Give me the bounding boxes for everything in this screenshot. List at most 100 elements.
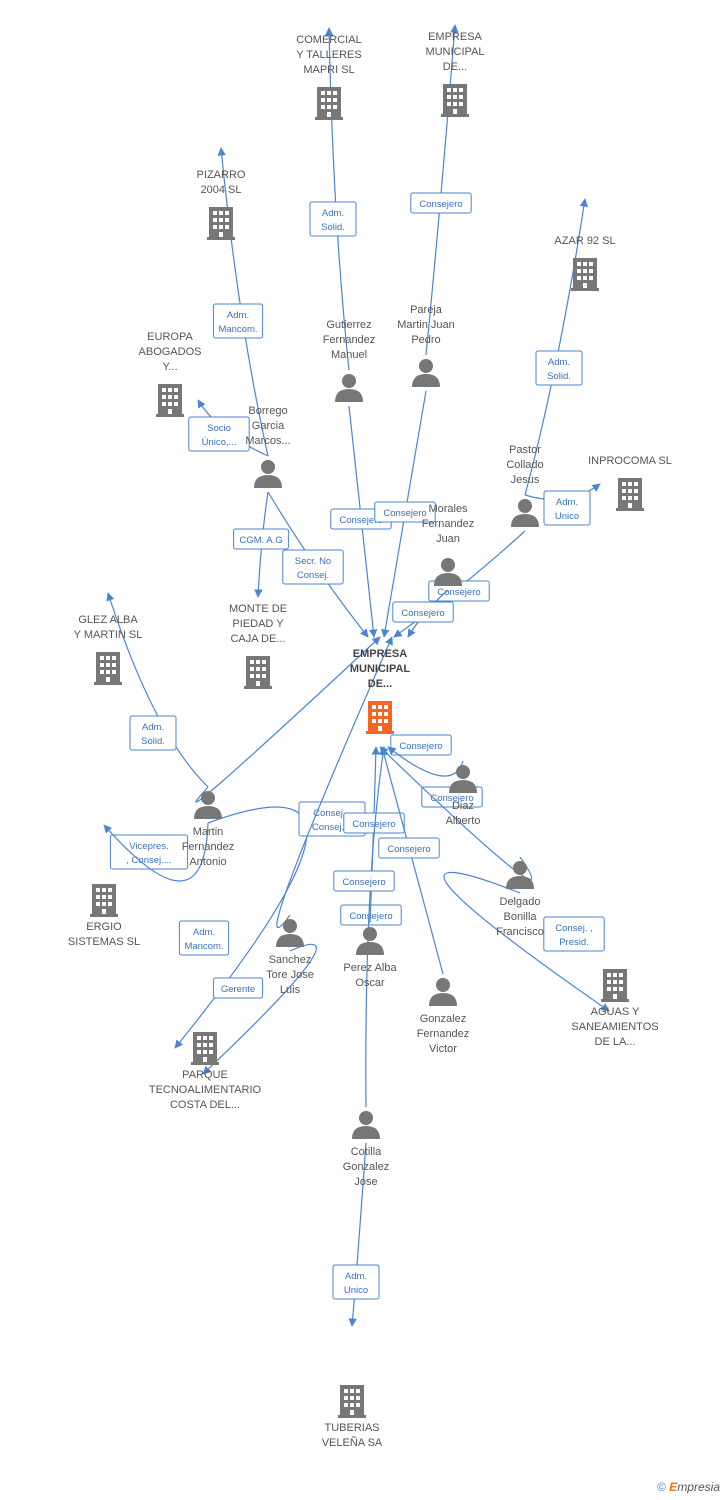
edge-label-box[interactable] [109, 834, 189, 870]
person-node-p3[interactable]: BorregoGarciaMarcos... [245, 405, 291, 488]
edge-p12-n0[interactable]: Consejero [333, 746, 395, 1108]
edge-label: Consejero [401, 608, 444, 619]
edge-label-box[interactable] [378, 837, 440, 859]
node-label: EUROPA [147, 331, 193, 343]
edge-p3-c7[interactable]: CGM. A.G [233, 491, 289, 598]
company-node-c2[interactable]: EMPRESAMUNICIPALDE... [425, 31, 485, 117]
edge-p9-n0[interactable]: Gerente [212, 636, 393, 999]
edge-label-box[interactable] [212, 303, 264, 339]
edge-line [365, 746, 388, 1108]
edge-label: Vicepres. [129, 841, 168, 852]
edge-label: Consejero [349, 911, 392, 922]
edge-line [276, 636, 393, 929]
edge-p6-c8[interactable]: Adm.Solid. [106, 592, 209, 788]
node-label: Pastor [509, 444, 541, 456]
edge-label-box[interactable] [410, 192, 472, 214]
edge-p2-c2[interactable]: Consejero [410, 24, 472, 356]
edge-label-box[interactable] [233, 528, 289, 550]
edge-label-box[interactable] [178, 920, 230, 956]
edge-p1-c1[interactable]: Adm.Solid. [309, 27, 357, 371]
edge-label: Secr. No [295, 556, 331, 567]
edge-p4-c4[interactable]: Adm.Solid. [524, 198, 589, 496]
node-label: COSTA DEL... [170, 1099, 240, 1111]
node-label: Bonilla [503, 911, 537, 923]
edge-p3-c3[interactable]: Adm.Mancom. [212, 147, 269, 457]
edge-label: Adm. [322, 208, 344, 219]
edge-p12-c12[interactable]: Adm.Unico [332, 1142, 380, 1327]
node-label: VELEÑA SA [322, 1436, 383, 1449]
edge-label-box[interactable] [535, 350, 583, 386]
edge-label-box[interactable] [392, 601, 454, 623]
building-icon [441, 84, 469, 117]
edge-p10-n0[interactable]: Consejero [343, 746, 405, 924]
person-icon [412, 359, 440, 387]
edge-p4-n0[interactable]: Consejero [393, 530, 526, 638]
edge-p4-c6[interactable]: Adm.Unico [524, 483, 601, 526]
edge-label-box[interactable] [333, 870, 395, 892]
edge-label-box[interactable] [188, 416, 250, 452]
edge-p7-n0[interactable]: Consejero [387, 746, 483, 808]
node-label: Garcia [252, 420, 285, 432]
edge-p9-c11[interactable]: Consejero [202, 904, 402, 1075]
company-node-c9[interactable]: ERGIO SISTEMAS SL [68, 884, 140, 948]
edge-label-box[interactable] [332, 1264, 380, 1300]
edge-label-box[interactable] [309, 201, 357, 237]
edge-p6-c11[interactable]: Consejero [174, 734, 452, 1049]
edge-label-box[interactable] [543, 916, 605, 952]
edge-label-box[interactable] [374, 501, 436, 523]
company-node-c6[interactable]: INPROCOMA SL [588, 455, 672, 511]
edge-p11-n0[interactable]: Consejero [378, 746, 444, 975]
node-label: Borrego [248, 405, 287, 417]
node-label: Gutierrez [326, 319, 371, 331]
edge-label-box[interactable] [543, 490, 591, 526]
node-label: SISTEMAS SL [68, 936, 140, 948]
edge-label: Consejero [383, 508, 426, 519]
edge-p2-n0[interactable]: Consejero [374, 390, 436, 638]
building-icon [156, 384, 184, 417]
edge-label-box[interactable] [129, 715, 177, 751]
company-node-c5[interactable]: EUROPAABOGADOSY... [139, 331, 202, 417]
building-icon [90, 884, 118, 917]
edge-p5-n0[interactable]: Consejero [392, 589, 454, 638]
edge-p8-n0[interactable]: Consej. ,Presid. [379, 746, 605, 952]
node-label: ERGIO [86, 921, 122, 933]
edge-label: Adm. [345, 1271, 367, 1282]
edge-label: Adm. [142, 722, 164, 733]
company-node-c4[interactable]: AZAR 92 SL [554, 235, 616, 291]
node-label: Y... [162, 361, 177, 373]
company-node-n0[interactable]: EMPRESAMUNICIPALDE... [350, 648, 411, 734]
person-icon [352, 1111, 380, 1139]
building-icon [207, 207, 235, 240]
node-label: INPROCOMA SL [588, 455, 672, 467]
edge-label: Adm. [548, 357, 570, 368]
edge-label-box[interactable] [282, 549, 344, 585]
edge-label-box[interactable] [390, 734, 452, 756]
edge-label-box[interactable] [212, 977, 264, 999]
brand-logo[interactable]: Empresia [669, 1480, 720, 1494]
node-label: AZAR 92 SL [554, 235, 615, 247]
node-label: DE... [368, 678, 392, 690]
edge-p6-c9[interactable]: Adm.Mancom. [103, 822, 230, 956]
edge-line [443, 871, 610, 1012]
edge-p3-c5[interactable]: SocioÚnico,... [188, 399, 269, 457]
edge-p6-n0[interactable]: Vicepres., Consej.... [109, 636, 381, 870]
